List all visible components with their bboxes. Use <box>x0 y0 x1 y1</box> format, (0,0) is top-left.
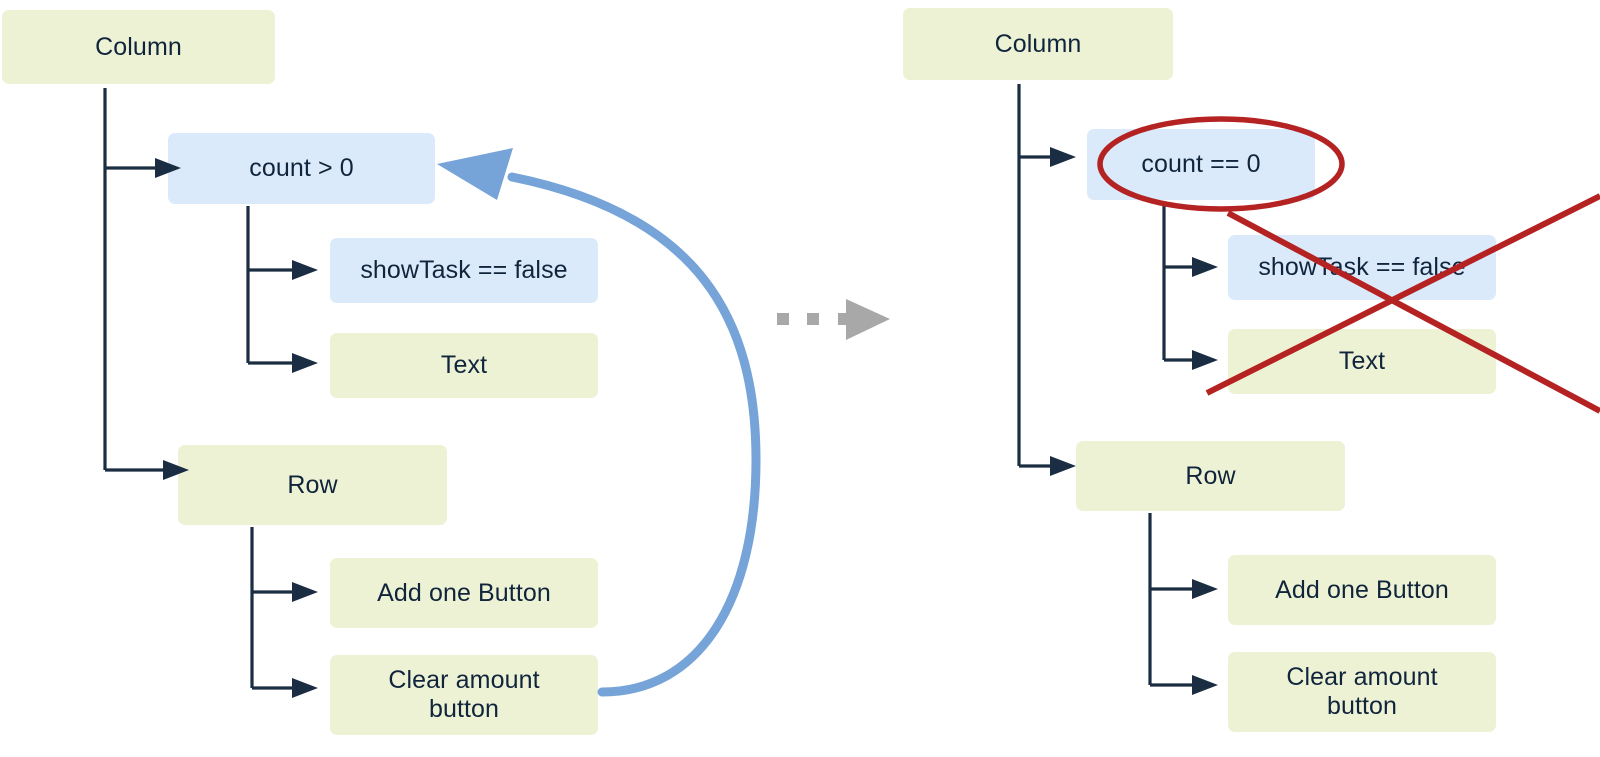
before-node-add-button-label: Add one Button <box>377 578 551 607</box>
after-node-clear-button-label: Clear amount button <box>1286 663 1438 720</box>
before-node-show-task: showTask == false <box>330 238 598 303</box>
after-node-add-button-label: Add one Button <box>1275 575 1449 604</box>
transition-arrow-shaft <box>838 313 856 325</box>
before-node-text: Text <box>330 333 598 398</box>
after-node-condition-label: count == 0 <box>1141 150 1261 178</box>
after-arrowhead-showtask <box>1192 257 1218 277</box>
after-node-condition: count == 0 <box>1087 129 1315 200</box>
after-node-show-task: showTask == false <box>1228 235 1496 300</box>
before-rebuild-loop-arrowhead <box>437 148 513 200</box>
before-arrowhead-clear-button <box>292 678 318 698</box>
after-node-column-label: Column <box>994 29 1082 58</box>
before-arrowhead-add-button <box>292 582 318 602</box>
after-node-row-label: Row <box>1185 461 1236 490</box>
before-node-add-button: Add one Button <box>330 558 598 628</box>
before-node-text-label: Text <box>440 351 488 379</box>
after-node-text-label: Text <box>1338 347 1386 375</box>
transition-dot-2 <box>807 313 819 325</box>
transition-dot-1 <box>777 313 789 325</box>
transition-arrow-head-icon <box>846 299 890 340</box>
after-node-clear-button: Clear amount button <box>1228 652 1496 732</box>
after-node-add-button: Add one Button <box>1228 555 1496 625</box>
after-arrowhead-add-button <box>1192 579 1218 599</box>
after-arrowhead-condition <box>1050 147 1076 167</box>
after-node-show-task-label: showTask == false <box>1258 253 1466 281</box>
after-arrowhead-row <box>1050 456 1076 476</box>
after-arrowhead-text <box>1192 350 1218 370</box>
before-node-row: Row <box>178 445 447 525</box>
before-node-show-task-label: showTask == false <box>360 256 568 284</box>
before-node-column-label: Column <box>95 32 182 61</box>
after-node-column: Column <box>903 8 1173 80</box>
after-node-row: Row <box>1076 441 1345 511</box>
after-arrowhead-clear-button <box>1192 675 1218 695</box>
after-node-text: Text <box>1228 329 1496 394</box>
before-node-condition-label: count > 0 <box>249 154 354 182</box>
before-arrowhead-showtask <box>292 260 318 280</box>
before-arrowhead-text <box>292 353 318 373</box>
before-node-column: Column <box>2 10 275 84</box>
before-node-condition: count > 0 <box>168 133 435 204</box>
before-node-row-label: Row <box>287 470 338 499</box>
before-node-clear-button-label: Clear amount button <box>388 666 540 723</box>
before-node-clear-button: Clear amount button <box>330 655 598 735</box>
